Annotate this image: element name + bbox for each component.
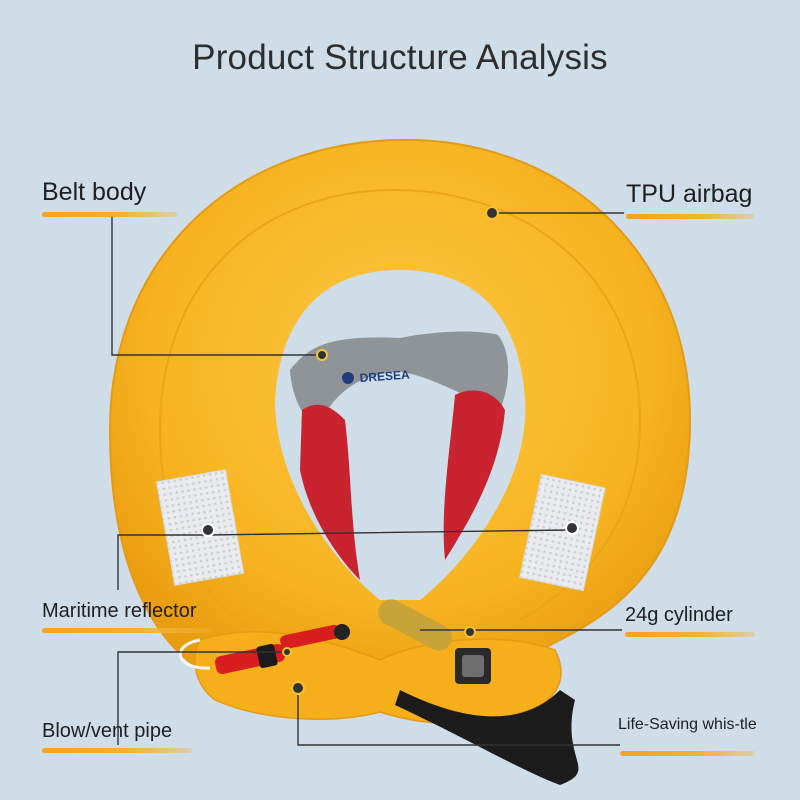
collar-red-right [443,390,505,560]
callout-dots [201,206,579,695]
maritime-reflector-left [155,469,245,586]
label-tpu-airbag: TPU airbag [626,180,753,208]
underline-belt-body [42,212,177,217]
brand-logo-text: DRESEA [359,368,410,385]
label-blow-vent-pipe: Blow/vent pipe [42,720,173,742]
underline-whistle [620,751,755,756]
leader-lines [111,212,624,746]
co2-cylinder [378,599,491,684]
brand-logo-icon [342,372,354,384]
belt-body-collar [290,331,509,430]
collar-red-left [300,404,360,580]
maritime-reflector-right [519,473,606,592]
page-title: Product Structure Analysis [192,38,608,77]
underline-cylinder [625,632,755,637]
underline-blow-vent-pipe [42,748,192,753]
label-cylinder: 24g cylinder [625,604,733,626]
label-belt-body: Belt body [42,178,147,206]
label-whistle: Life-Saving whis-tle [618,716,757,733]
underline-maritime-reflector [42,628,212,633]
waist-strap [395,690,579,785]
label-maritime-reflector: Maritime reflector [42,600,197,622]
underline-tpu-airbag [626,214,754,219]
